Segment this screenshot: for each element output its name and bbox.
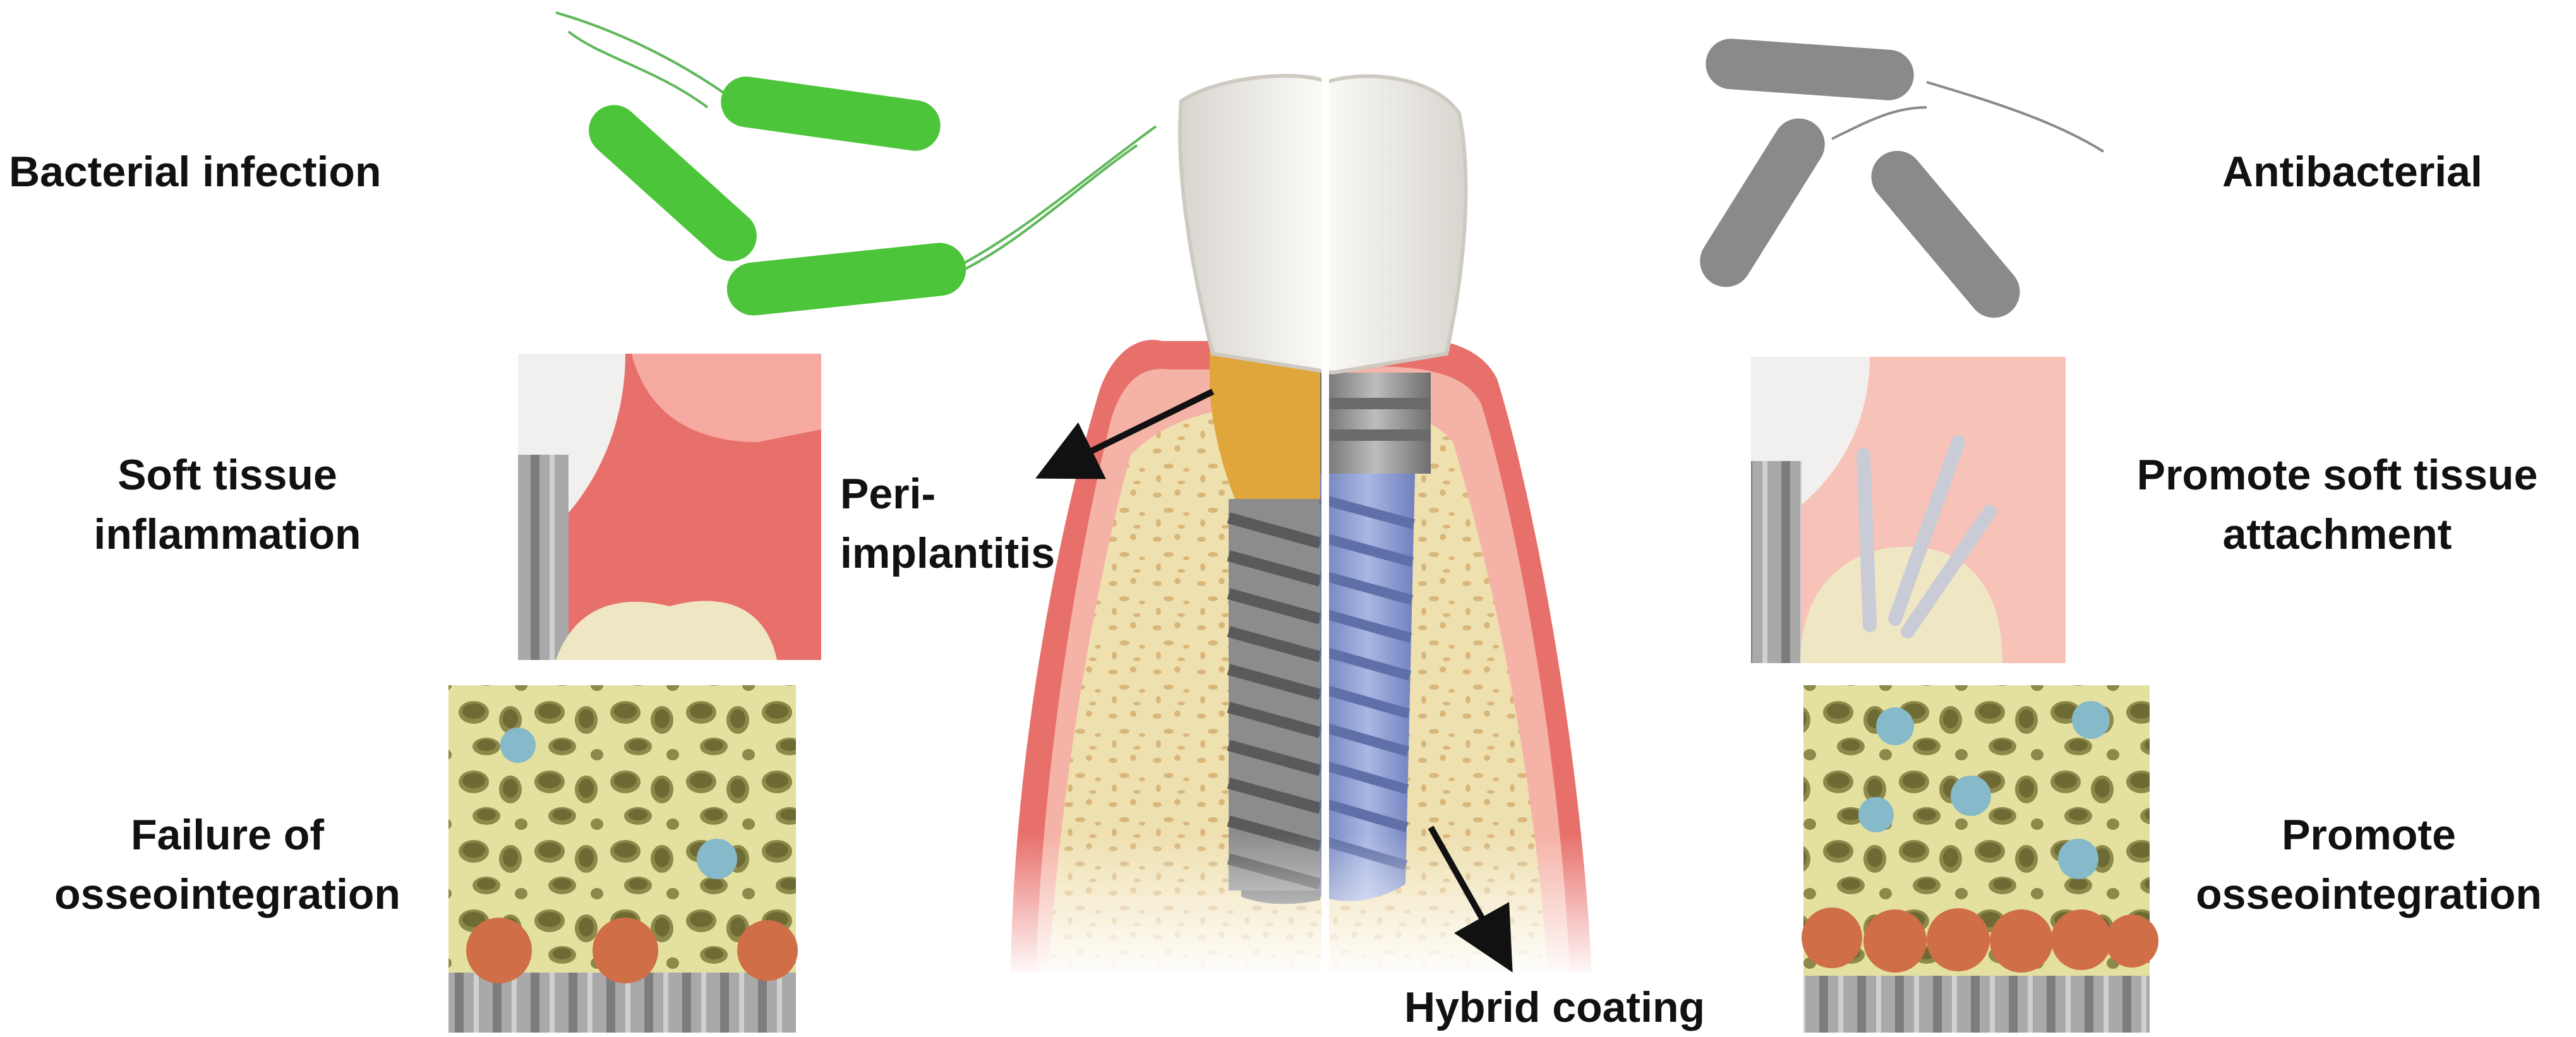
right-soft-tissue-panel [1751, 357, 2066, 663]
bone-cell-icon [2072, 701, 2110, 739]
right-bone-panel [1802, 685, 2158, 1033]
label-periimplantitis: Peri- implantitis [840, 464, 1055, 583]
label-line: implantitis [840, 524, 1055, 583]
label-soft-tissue-inflammation: Soft tissue inflammation [51, 445, 404, 564]
osteoblast-icon [737, 920, 798, 981]
left-bone-panel [448, 685, 798, 1033]
label-failure-osseointegration: Failure of osseointegration [38, 805, 417, 924]
label-promote-soft-tissue: Promote soft tissue attachment [2104, 445, 2571, 564]
bone-cell-icon [697, 839, 737, 879]
label-line: Soft tissue [51, 445, 404, 505]
bone-cell-icon [1858, 797, 1894, 832]
label-line: Peri- [840, 464, 1055, 524]
osteoblast-icon [593, 918, 658, 983]
bacterium-icon [1861, 140, 2031, 328]
bone-cell-icon [500, 728, 536, 763]
central-implant-illustration [998, 63, 1604, 1037]
osteoblast-icon [466, 918, 532, 983]
osteoblast-icon [1863, 909, 1927, 973]
left-soft-tissue-panel [518, 354, 821, 660]
osteoblast-icon [1927, 908, 1990, 971]
bone-cell-icon [2058, 839, 2098, 879]
grey-bacteria-cluster [1690, 37, 2104, 328]
label-line: attachment [2104, 505, 2571, 564]
osteoblast-icon [1990, 909, 2053, 973]
label-promote-osseointegration: Promote osseointegration [2167, 805, 2571, 924]
label-line: osseointegration [2167, 865, 2571, 924]
label-line: Promote [2167, 805, 2571, 865]
label-line: Failure of [38, 805, 417, 865]
abutment [1320, 373, 1431, 474]
bone-cell-icon [1876, 707, 1914, 745]
bone-cell-icon [1951, 776, 1991, 816]
osteoblast-icon [2105, 914, 2158, 968]
bacterium-icon [718, 73, 944, 154]
label-bacterial-infection: Bacterial infection [9, 142, 382, 201]
label-line: osseointegration [38, 865, 417, 924]
bacterium-icon [1704, 37, 1916, 102]
green-bacteria-cluster [556, 13, 1156, 318]
label-line: Promote soft tissue [2104, 445, 2571, 505]
bacterium-icon [1690, 109, 1835, 297]
label-line: inflammation [51, 505, 404, 564]
label-antibacterial: Antibacterial [2222, 142, 2483, 201]
osteoblast-icon [1802, 908, 1862, 968]
bacterium-icon [725, 240, 969, 318]
osteoblast-icon [2051, 909, 2112, 970]
label-hybrid-coating: Hybrid coating [1404, 978, 1705, 1037]
